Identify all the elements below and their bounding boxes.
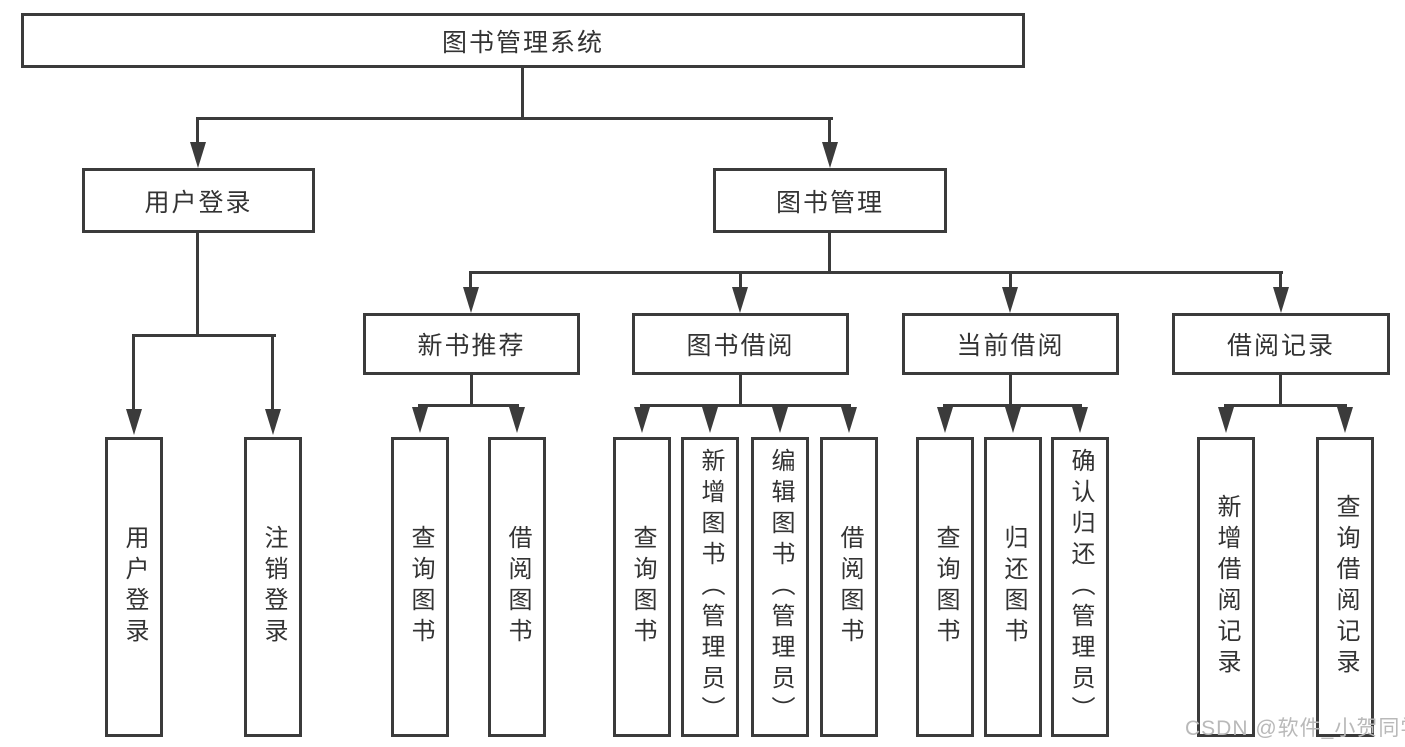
node-label: 用户登录: [144, 188, 253, 217]
leaf-label: 注销登录: [260, 525, 287, 649]
arrowhead-down-icon: [1337, 407, 1353, 433]
node-root-library-management-system: 图书管理系统: [21, 13, 1025, 68]
leaf-borrow-books-borrowing: 借阅图书: [820, 437, 878, 737]
leaf-label: 查询图书: [407, 525, 434, 649]
node-label: 新书推荐: [417, 332, 526, 360]
connector-bar: [943, 404, 1082, 407]
connector-stem: [470, 375, 473, 406]
leaf-logout: 注销登录: [244, 437, 302, 737]
arrowhead-down-icon: [822, 142, 838, 168]
connector-bar: [1224, 404, 1347, 407]
node-book-borrowing: 图书借阅: [632, 313, 849, 375]
leaf-confirm-return-admin: 确认归还（管理员）: [1051, 437, 1109, 737]
node-new-book-recommend: 新书推荐: [363, 313, 580, 375]
node-label: 当前借阅: [956, 332, 1065, 360]
node-label: 借阅记录: [1226, 332, 1335, 360]
csdn-watermark: CSDN @软件_小贺同学: [1185, 717, 1405, 740]
node-label: 图书管理系统: [441, 28, 604, 57]
arrowhead-down-icon: [937, 407, 953, 433]
node-user-login: 用户登录: [82, 168, 315, 233]
leaf-add-books-admin: 新增图书（管理员）: [681, 437, 739, 737]
leaf-label: 借阅图书: [836, 525, 863, 649]
connector-arm: [1009, 272, 1012, 290]
leaf-label: 查询借阅记录: [1332, 494, 1359, 680]
arrowhead-down-icon: [126, 409, 142, 435]
arrowhead-down-icon: [265, 409, 281, 435]
connector-bar: [132, 334, 276, 337]
node-label: 图书借阅: [686, 332, 795, 360]
leaf-label: 查询图书: [932, 525, 959, 649]
connector-arm: [1279, 272, 1282, 290]
leaf-query-books-current: 查询图书: [916, 437, 974, 737]
arrowhead-down-icon: [509, 407, 525, 433]
leaf-label: 用户登录: [121, 525, 148, 649]
arrowhead-down-icon: [634, 407, 650, 433]
node-borrowing-records: 借阅记录: [1172, 313, 1390, 375]
connector-stem: [196, 233, 199, 335]
arrowhead-down-icon: [841, 407, 857, 433]
leaf-add-borrow-record: 新增借阅记录: [1197, 437, 1255, 737]
leaf-edit-books-admin: 编辑图书（管理员）: [751, 437, 809, 737]
leaf-query-borrow-record: 查询借阅记录: [1316, 437, 1374, 737]
connector-bar: [469, 271, 1283, 274]
node-current-borrowing: 当前借阅: [902, 313, 1119, 375]
connector-root-bar: [196, 117, 833, 120]
node-book-management: 图书管理: [713, 168, 947, 233]
connector-root-stem: [521, 68, 524, 118]
arrowhead-down-icon: [772, 407, 788, 433]
connector-arm: [132, 335, 135, 411]
leaf-borrow-books-recommend: 借阅图书: [488, 437, 546, 737]
connector-bar: [418, 404, 519, 407]
leaf-label: 新增图书（管理员）: [697, 447, 724, 727]
leaf-label: 编辑图书（管理员）: [767, 447, 794, 727]
arrowhead-down-icon: [1002, 287, 1018, 313]
connector-arm: [739, 272, 742, 290]
leaf-label: 查询图书: [629, 525, 656, 649]
arrowhead-down-icon: [190, 142, 206, 168]
connector-bar: [640, 404, 851, 407]
arrowhead-down-icon: [412, 407, 428, 433]
arrowhead-down-icon: [702, 407, 718, 433]
leaf-label: 借阅图书: [504, 525, 531, 649]
arrowhead-down-icon: [463, 287, 479, 313]
connector-stem: [739, 375, 742, 406]
arrowhead-down-icon: [1218, 407, 1234, 433]
leaf-label: 确认归还（管理员）: [1067, 447, 1094, 727]
connector-stem: [828, 233, 831, 273]
arrowhead-down-icon: [1072, 407, 1088, 433]
arrowhead-down-icon: [1273, 287, 1289, 313]
connector-arm: [271, 335, 274, 411]
node-label: 图书管理: [775, 188, 884, 217]
connector-arm: [828, 118, 831, 146]
leaf-label: 新增借阅记录: [1213, 494, 1240, 680]
connector-stem: [1279, 375, 1282, 406]
connector-stem: [1009, 375, 1012, 406]
connector-arm: [196, 118, 199, 146]
leaf-query-books-borrowing: 查询图书: [613, 437, 671, 737]
leaf-return-books: 归还图书: [984, 437, 1042, 737]
leaf-query-books-recommend: 查询图书: [391, 437, 449, 737]
leaf-user-login: 用户登录: [105, 437, 163, 737]
connector-arm: [469, 272, 472, 290]
arrowhead-down-icon: [1005, 407, 1021, 433]
leaf-label: 归还图书: [1000, 525, 1027, 649]
arrowhead-down-icon: [732, 287, 748, 313]
